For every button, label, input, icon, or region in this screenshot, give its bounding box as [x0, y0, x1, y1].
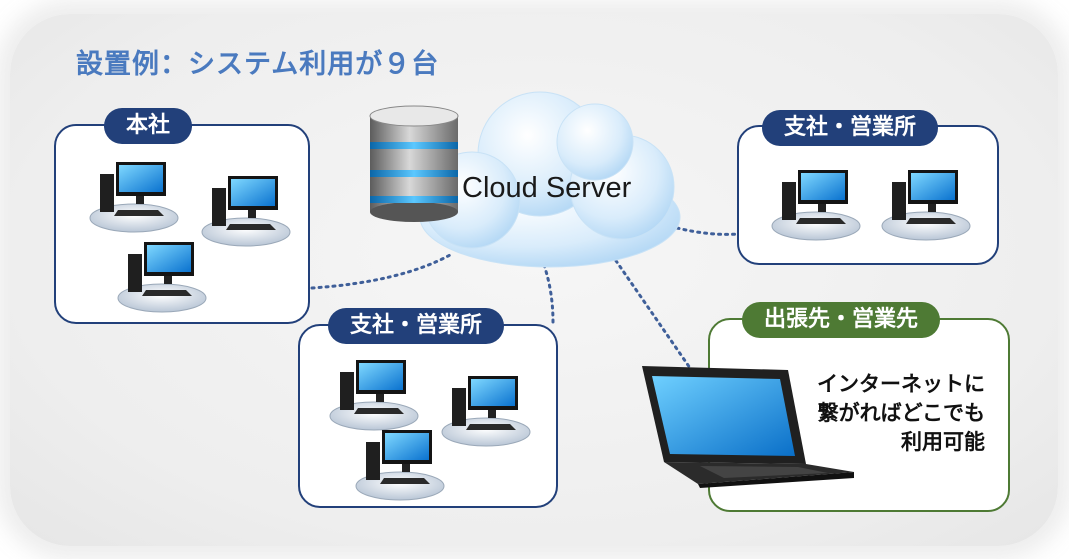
desktop-pc-icon	[354, 420, 446, 504]
cloud-icon	[419, 91, 681, 268]
database-server-icon	[369, 105, 459, 222]
site-label-branch-top-right: 支社・営業所	[762, 110, 939, 146]
remote-note-line: 繋がればどこでも	[817, 401, 985, 425]
site-label-remote: 出張先・営業先	[742, 302, 941, 338]
connector-branch-top-right	[675, 226, 740, 236]
desktop-pc-icon	[440, 366, 532, 450]
remote-note-line: 利用可能	[901, 430, 985, 454]
connector-honsha	[310, 253, 452, 290]
diagram-title: 設置例：システム利用が９台	[76, 49, 440, 80]
desktop-pc-icon	[880, 160, 972, 244]
remote-note: インターネットに 繋がればどこでも 利用可能	[817, 370, 985, 457]
remote-note-line: インターネットに	[817, 372, 985, 396]
site-label-honsha: 本社	[104, 108, 193, 144]
desktop-pc-icon	[328, 350, 420, 434]
site-label-branch-bottom: 支社・営業所	[328, 308, 505, 344]
connector-remote	[610, 253, 692, 370]
laptop-icon	[642, 366, 854, 488]
cloud-server-label: Cloud Server	[462, 172, 632, 204]
desktop-pc-icon	[116, 232, 208, 316]
desktop-pc-icon	[200, 166, 292, 250]
desktop-pc-icon	[770, 160, 862, 244]
desktop-pc-icon	[88, 152, 180, 236]
